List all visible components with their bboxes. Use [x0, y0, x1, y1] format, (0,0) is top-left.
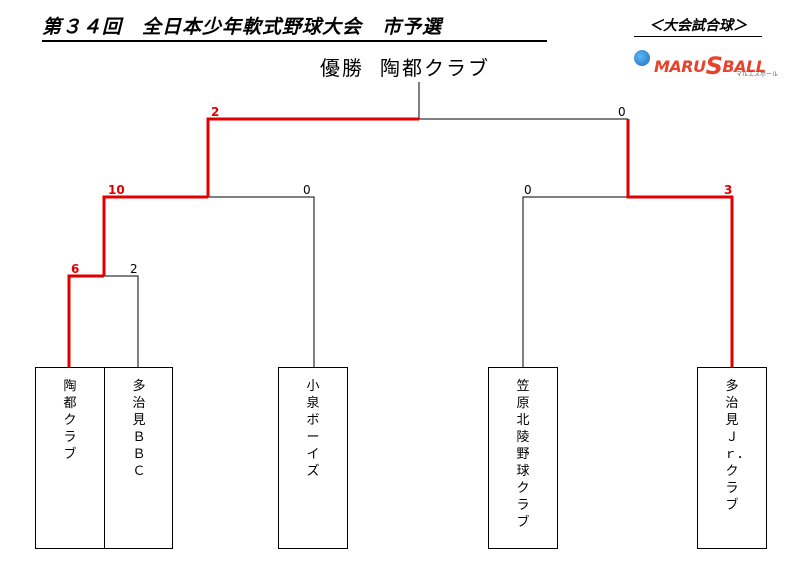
logo-subtext: マルエスボール	[736, 71, 779, 78]
team-divider	[104, 368, 105, 548]
team-name-koizumi: 小泉ボーイズ	[306, 379, 320, 479]
win-line-tokyo-qf	[102, 195, 208, 276]
bracket-line-kasahara	[522, 196, 628, 367]
champion-label: 優勝	[320, 56, 364, 80]
official-ball-label: ＜大会試合球＞	[634, 16, 762, 37]
score-qf-tokyo: 10	[108, 183, 125, 197]
team-name-tokyo: 陶都クラブ	[63, 379, 77, 462]
score-r1-tokyo: 6	[71, 262, 80, 276]
win-line-tokyo-r1	[67, 274, 104, 367]
logo-wordmark: MARUSBALL	[654, 52, 766, 80]
page-title: 第３４回 全日本少年軟式野球大会 市予選	[42, 14, 547, 42]
team-name-kasahara: 笠原北陵野球クラブ	[516, 379, 530, 530]
ball-icon	[634, 50, 650, 66]
team-box-kasahara: 笠原北陵野球クラブ	[488, 367, 558, 549]
win-line-jr-sf	[626, 119, 734, 367]
team-box-left-pair: 陶都クラブ 多治見ＢＢＣ	[35, 367, 173, 549]
champion-banner: 優勝陶都クラブ	[320, 52, 490, 81]
score-sf-kasahara: 0	[524, 183, 532, 197]
score-qf-koizumi: 0	[303, 183, 311, 197]
team-name-jr: 多治見Ｊｒ．クラブ	[724, 379, 751, 513]
champion-team: 陶都クラブ	[380, 56, 490, 80]
score-final-jr: 0	[618, 105, 626, 119]
score-final-tokyo: 2	[211, 105, 220, 119]
score-r1-bbc: 2	[130, 262, 138, 276]
bracket-line-bbc	[104, 275, 139, 367]
marus-ball-logo: MARUSBALL マルエスボール	[632, 44, 778, 80]
win-line-tokyo-sf	[206, 117, 419, 197]
team-box-jr: 多治見Ｊｒ．クラブ	[697, 367, 767, 549]
score-sf-jr: 3	[724, 183, 733, 197]
bracket-line-koizumi	[208, 196, 315, 367]
team-name-bbc: 多治見ＢＢＣ	[132, 379, 146, 479]
team-box-koizumi: 小泉ボーイズ	[278, 367, 348, 549]
